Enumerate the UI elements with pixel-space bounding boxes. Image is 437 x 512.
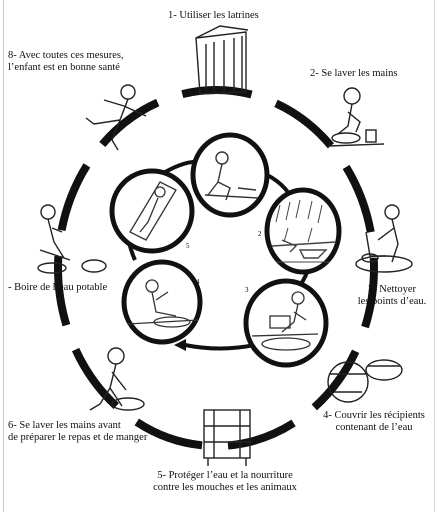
step-4-label: 4- Couvrir les récipients contenant de l… <box>312 410 436 434</box>
step-4-label-line-1: 4- Couvrir les récipients <box>323 410 425 421</box>
step-6-label-line-1: 6- Se laver les mains avant <box>8 420 121 431</box>
water-point-person-illustration <box>355 204 413 273</box>
step-7-label: - Boire de l’eau potable <box>8 282 108 293</box>
healthy-child-illustration <box>85 84 147 151</box>
step-6-label-line-2: de préparer le repas et de manger <box>8 432 148 443</box>
handwash-person-illustration <box>327 87 385 147</box>
step-5-label: 5- Protéger l’eau et la nourriture contr… <box>132 470 318 494</box>
drinking-child-illustration <box>37 204 107 274</box>
inner-mark-5: 5 <box>186 242 190 250</box>
inner-circle-washing <box>243 278 329 368</box>
inner-circle-drinking <box>121 259 203 345</box>
step-3-label-line-2: les points d’eau. <box>357 296 427 307</box>
inner-circle-sleeping <box>109 168 195 254</box>
step-8-label: 8- Avec toutes ces mesures, l’enfant est… <box>8 50 124 74</box>
scan-edge-left <box>3 0 4 512</box>
step-8-label-line-2: l’enfant est en bonne santé <box>8 62 120 73</box>
step-5-label-line-2: contre les mouches et les animaux <box>153 482 297 493</box>
inner-mark-4: 4 <box>196 278 200 286</box>
inner-mark-2: 2 <box>258 230 262 238</box>
step-2-label: 2- Se laver les mains <box>310 68 398 79</box>
step-8-label-line-1: 8- Avec toutes ces mesures, <box>8 50 124 61</box>
inner-circle-rain-water <box>264 187 342 275</box>
food-cabinet-illustration <box>203 409 251 466</box>
step-6-label: 6- Se laver les mains avant de préparer … <box>8 420 147 444</box>
step-5-label-line-1: 5- Protéger l’eau et la nourriture <box>157 470 293 481</box>
scan-edge-right <box>434 0 435 512</box>
step-4-label-line-2: contenant de l’eau <box>335 422 413 433</box>
covered-pots-illustration <box>327 359 403 403</box>
step-1-label: 1- Utiliser les latrines <box>168 10 259 21</box>
outer-cycle-ring <box>54 86 378 450</box>
inner-mark-3: 3 <box>245 286 249 294</box>
latrine-illustration <box>195 25 249 95</box>
step-3-label: 3- Nettoyer les points d’eau. <box>357 284 427 308</box>
inner-circle-latrine <box>190 132 270 218</box>
step-3-label-line-1: 3- Nettoyer <box>367 284 417 295</box>
washing-before-meal-illustration <box>89 347 145 411</box>
